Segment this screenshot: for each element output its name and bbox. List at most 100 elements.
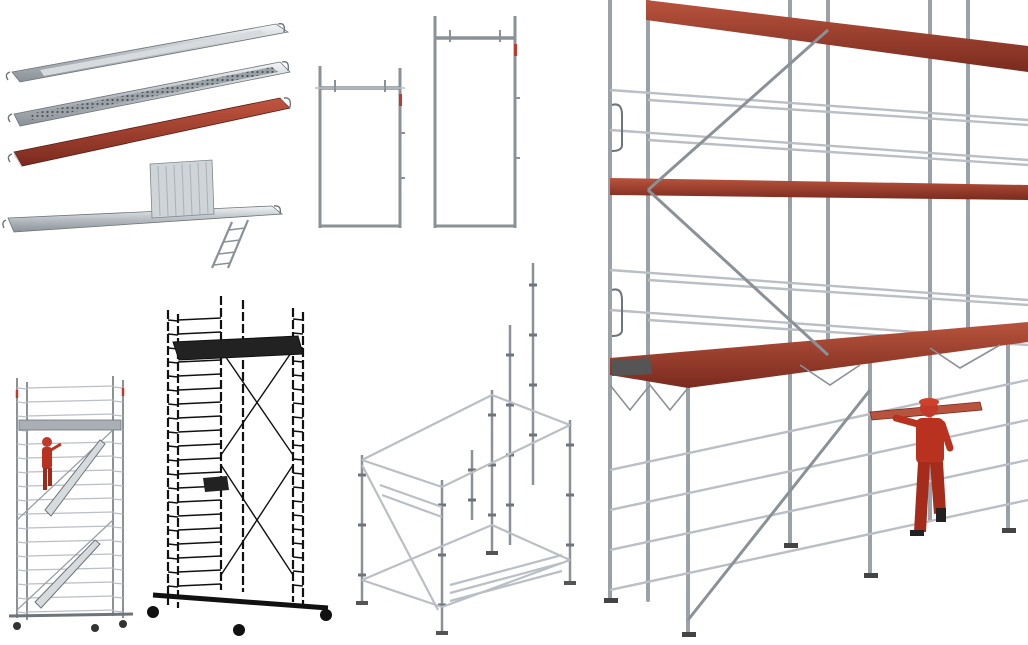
scaffold-tube: [16, 611, 28, 614]
scaffold-tube: [167, 417, 179, 420]
scaffold-tube: [647, 138, 1028, 167]
scaffold-tube: [16, 471, 28, 474]
mobile-tower-outline-icon: [147, 296, 332, 636]
scaffold-tube: [112, 582, 124, 585]
worker-icon: [869, 398, 983, 536]
scaffold-tube: [167, 445, 179, 448]
scaffold-tube: [112, 414, 124, 417]
rosette-ring: [529, 333, 537, 337]
scaffold-tube: [292, 388, 304, 391]
rosette-ring: [506, 353, 514, 357]
rosette-ring: [488, 513, 496, 517]
rosette-ring: [468, 468, 476, 472]
scaffold-tube: [112, 568, 124, 571]
scaffold-tube: [112, 512, 124, 515]
scaffold-tube: [292, 444, 304, 447]
rosette-ring: [566, 543, 574, 547]
scaffold-tube: [26, 609, 114, 613]
scaffold-tube: [16, 457, 28, 460]
scaffold-tube: [16, 597, 28, 600]
scaffold-tube: [26, 497, 114, 501]
scaffold-tube: [112, 484, 124, 487]
scaffold-tube: [177, 569, 222, 573]
scaffold-tube: [177, 401, 222, 405]
scaffold-tube: [167, 487, 179, 490]
scaffold-tube: [112, 470, 124, 473]
scaffold-tube: [609, 418, 1028, 512]
facade-scaffolding-icon: [604, 0, 1028, 637]
aluminium-plank: [5, 22, 290, 83]
scaffold-tube: [177, 527, 222, 531]
scaffold-tube: [26, 525, 114, 529]
scaffold-tube: [16, 541, 28, 544]
rosette-ring: [438, 553, 446, 557]
scaffold-tube: [16, 387, 28, 390]
scaffold-tube: [647, 98, 1028, 127]
scaffold-tube: [609, 498, 1028, 592]
scaffold-tube: [112, 442, 124, 445]
scaffold-tube: [26, 413, 114, 417]
short-frame: [315, 66, 405, 228]
scaffold-tube: [26, 385, 114, 389]
scaffold-tube: [167, 459, 179, 462]
top-deck: [646, 0, 1028, 72]
tall-frame: [433, 16, 520, 228]
scaffold-tube: [16, 415, 28, 418]
rosette-ring: [468, 498, 476, 502]
scaffold-tube: [112, 498, 124, 501]
scaffold-tube: [26, 581, 114, 585]
rosette-ring: [438, 503, 446, 507]
scaffold-tube: [16, 583, 28, 586]
scaffold-tube: [177, 415, 222, 419]
rosette-ring: [488, 463, 496, 467]
scaffold-tube: [167, 361, 179, 364]
scaffold-tube: [16, 401, 28, 404]
scaffold-tube: [112, 610, 124, 613]
scaffold-tube: [177, 555, 222, 559]
rosette-ring: [358, 473, 366, 477]
scaffold-tube: [177, 443, 222, 447]
scaffold-tube: [292, 514, 304, 517]
scaffold-tube: [609, 458, 1028, 552]
scaffold-planks-icon: [2, 22, 292, 269]
scaffold-tube: [177, 457, 222, 461]
scaffold-tube: [647, 278, 1028, 307]
scaffold-tube: [609, 268, 1028, 302]
scaffold-tube: [177, 499, 222, 503]
scaffold-tube: [609, 128, 1028, 162]
perforated-steel-plank: [7, 61, 291, 127]
scaffold-tube: [16, 527, 28, 530]
scaffold-tube: [167, 515, 179, 518]
scaffold-tube: [16, 485, 28, 488]
scaffold-tube: [112, 386, 124, 389]
scaffold-tube: [26, 399, 114, 403]
rosette-ring: [506, 403, 514, 407]
scaffold-tube: [177, 541, 222, 545]
scaffold-tube: [167, 375, 179, 378]
rosette-ring: [529, 433, 537, 437]
scaffold-tube: [167, 319, 179, 322]
rosette-ring: [358, 573, 366, 577]
scaffold-tube: [177, 471, 222, 475]
scaffold-tube: [26, 511, 114, 515]
rosette-ring: [488, 413, 496, 417]
scaffold-tube: [292, 528, 304, 531]
middle-deck: [610, 178, 1028, 200]
scaffold-tube: [167, 431, 179, 434]
rosette-ring: [566, 493, 574, 497]
scaffold-tube: [167, 557, 179, 560]
scaffold-tube: [112, 554, 124, 557]
scaffold-tube: [292, 556, 304, 559]
scaffold-tube: [292, 374, 304, 377]
scaffold-tube: [292, 584, 304, 587]
scaffold-tube: [167, 571, 179, 574]
scaffold-tube: [112, 526, 124, 529]
modular-ring-lock-icon: [356, 263, 576, 635]
scaffold-tube: [292, 416, 304, 419]
scaffold-tube: [292, 542, 304, 545]
scaffold-tube: [177, 429, 222, 433]
scaffold-tube: [16, 555, 28, 558]
scaffold-tube: [292, 360, 304, 363]
scaffold-tube: [609, 378, 1028, 472]
scaffold-tube: [167, 333, 179, 336]
